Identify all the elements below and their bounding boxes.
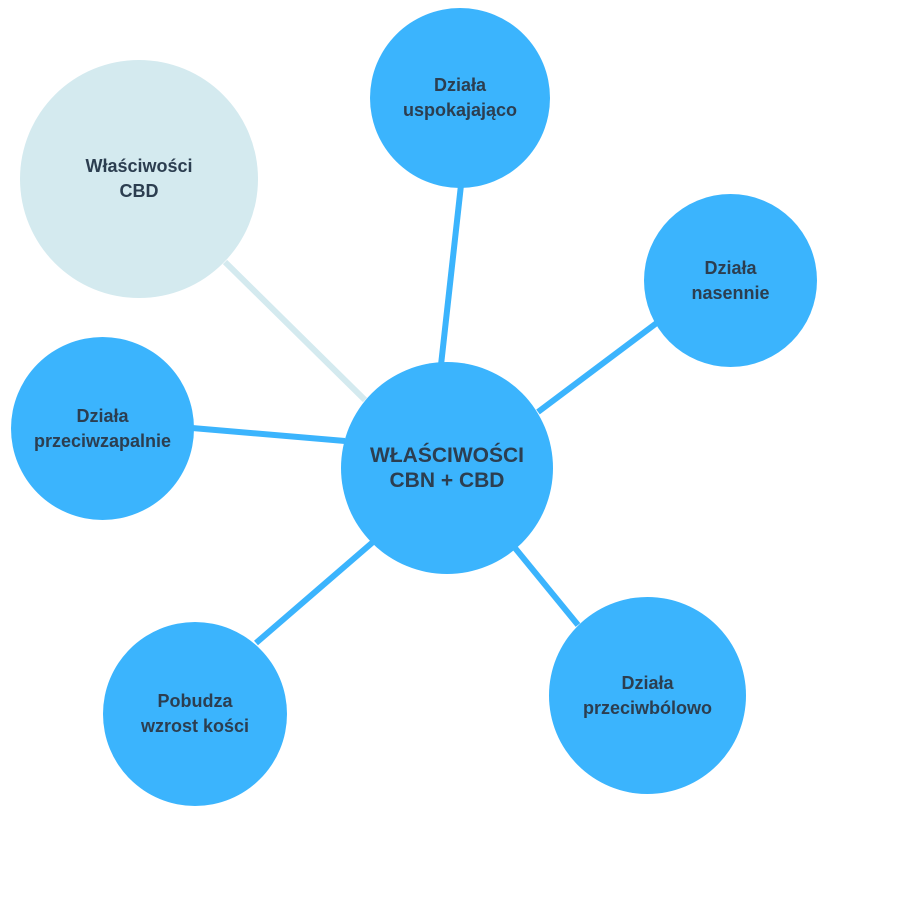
node-label-line2: uspokajająco <box>402 100 518 120</box>
node-label-line2: nasennie <box>691 282 770 303</box>
node-label-line2: wzrost kości <box>140 716 250 736</box>
center-label: WŁAŚCIWOŚCI CBN + CBD <box>370 443 524 493</box>
node-label: Właściwości CBD <box>85 154 192 204</box>
node-label: Pobudza wzrost kości <box>141 689 249 739</box>
node-przeciwbolowo: Działa przeciwbólowo <box>549 597 746 794</box>
node-wzrost-kosci: Pobudza wzrost kości <box>103 622 287 806</box>
node-nasennie: Działa nasennie <box>644 194 817 367</box>
connector-wlasciwosci-cbd <box>222 259 368 403</box>
node-label-line1: Działa <box>621 672 674 693</box>
node-label-line2: CBD <box>119 181 159 201</box>
node-label: Działa przeciwzapalnie <box>34 404 171 454</box>
connector-przeciwzapalnie <box>191 425 346 444</box>
node-przeciwzapalnie: Działa przeciwzapalnie <box>11 337 194 520</box>
center-label-line1: WŁAŚCIWOŚCI <box>370 444 524 467</box>
node-label-line2: przeciwzapalnie <box>33 430 172 451</box>
node-label-line1: Właściwości <box>85 156 193 176</box>
connector-przeciwbolowo <box>512 546 581 627</box>
node-label-line2: przeciwbólowo <box>582 697 712 718</box>
connector-wzrost-kosci <box>254 539 375 646</box>
node-label: Działa przeciwbólowo <box>583 671 712 721</box>
center-label-line2: CBN + CBD <box>389 469 505 492</box>
node-wlasciwosci-cbd: Właściwości CBD <box>20 60 258 298</box>
node-uspokajajaco: Działa uspokajająco <box>370 8 550 188</box>
node-label-line1: Działa <box>433 75 486 95</box>
node-label-line1: Działa <box>76 405 129 426</box>
node-label-line1: Działa <box>704 257 757 278</box>
node-label-line1: Pobudza <box>157 691 233 711</box>
connector-uspokajajaco <box>438 184 464 366</box>
node-label: Działa nasennie <box>691 256 769 306</box>
connector-nasennie <box>536 319 660 415</box>
node-label: Działa uspokajająco <box>403 73 517 123</box>
node-center: WŁAŚCIWOŚCI CBN + CBD <box>341 362 553 574</box>
